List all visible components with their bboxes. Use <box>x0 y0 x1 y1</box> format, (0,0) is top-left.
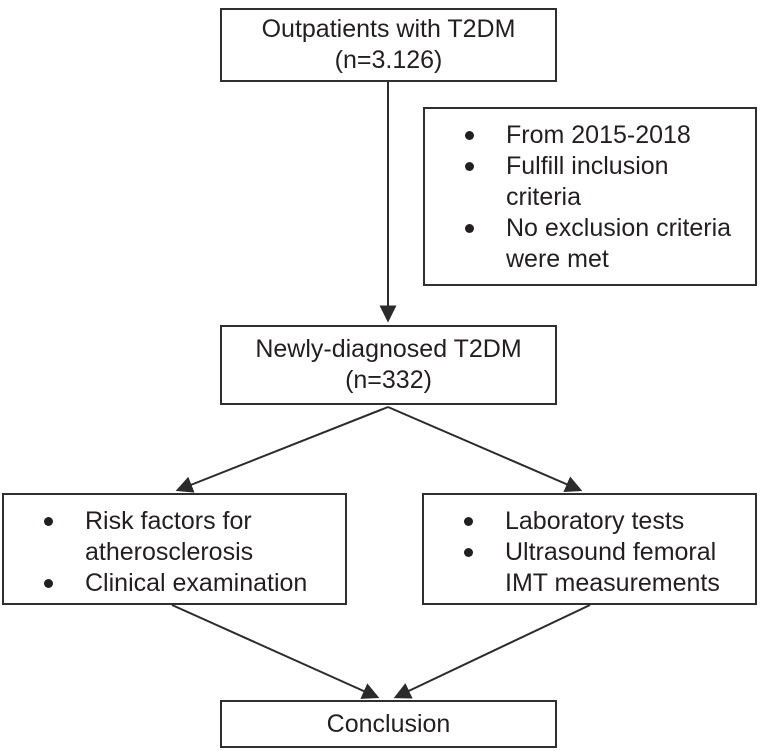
node-conclusion-label: Conclusion <box>326 709 451 738</box>
list-item-text: From 2015-2018 <box>506 121 691 149</box>
node-outpatients: Outpatients with T2DM (n=3.126) <box>220 8 557 82</box>
bullet-icon <box>44 579 53 588</box>
node-criteria: From 2015-2018 Fulfill inclusion criteri… <box>423 107 757 286</box>
list-item: Laboratory tests <box>464 506 749 537</box>
arrow-lab-to-conclusion <box>393 604 591 699</box>
list-item: Fulfill inclusion criteria <box>465 151 749 213</box>
node-newly-diagnosed-count: (n=332) <box>345 366 432 394</box>
list-item-text: Laboratory tests <box>505 507 685 535</box>
list-item: Clinical examination <box>44 568 339 599</box>
arrow-newly-to-risk <box>175 406 389 493</box>
bullet-icon <box>465 224 474 233</box>
list-item: Risk factors for atherosclerosis <box>44 506 339 568</box>
node-assessment-left: Risk factors for atherosclerosis Clinica… <box>2 493 347 605</box>
list-item: From 2015-2018 <box>465 120 749 151</box>
node-newly-diagnosed-title: Newly-diagnosed T2DM <box>255 335 522 363</box>
list-item-text: Fulfill inclusion criteria <box>506 152 669 211</box>
node-assessment-right: Laboratory tests Ultrasound femoral IMT … <box>422 493 757 605</box>
list-item-text: Risk factors for atherosclerosis <box>85 507 254 566</box>
arrow-newly-to-lab <box>387 406 583 493</box>
bullet-icon <box>44 517 53 526</box>
node-outpatients-count: (n=3.126) <box>334 46 443 74</box>
node-outpatients-title: Outpatients with T2DM <box>261 15 516 43</box>
list-item-text: Ultrasound femoral IMT measurements <box>505 538 720 597</box>
node-newly-diagnosed: Newly-diagnosed T2DM (n=332) <box>220 325 557 405</box>
list-item-text: No exclusion criteria were met <box>506 214 732 273</box>
bullet-icon <box>465 131 474 140</box>
bullet-icon <box>464 517 473 526</box>
list-item: No exclusion criteria were met <box>465 213 749 275</box>
node-conclusion: Conclusion <box>220 700 557 748</box>
list-item: Ultrasound femoral IMT measurements <box>464 537 749 599</box>
bullet-icon <box>464 548 473 557</box>
arrow-risk-to-conclusion <box>171 604 380 699</box>
bullet-icon <box>465 162 474 171</box>
list-item-text: Clinical examination <box>85 569 308 597</box>
